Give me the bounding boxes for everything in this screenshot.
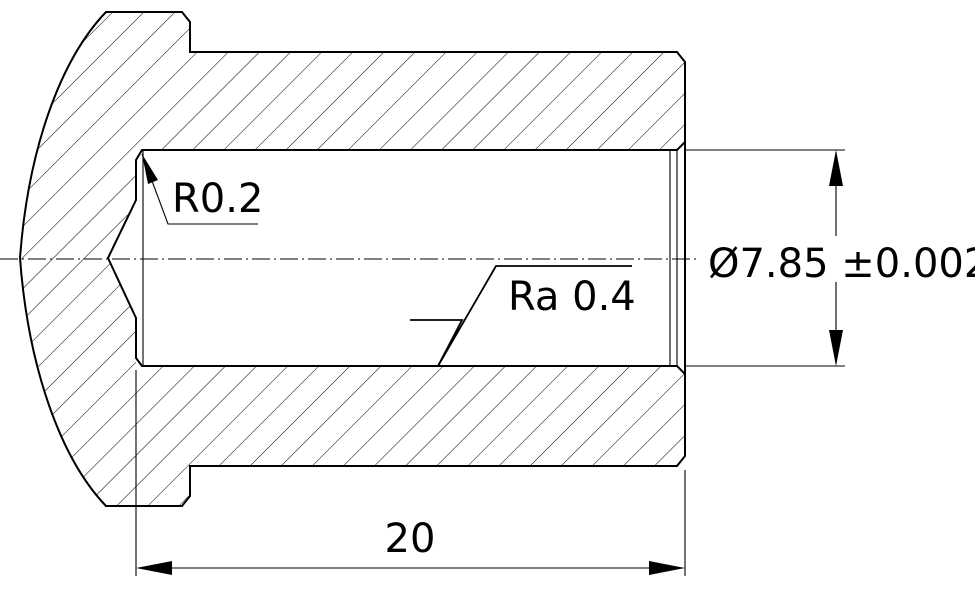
diameter-arrow-bottom [829, 330, 843, 366]
radius-leader-arrow [142, 154, 158, 184]
radius-label: R0.2 [172, 176, 263, 222]
section-lower-wall [20, 258, 685, 506]
length-arrow-right [649, 561, 685, 575]
bore-outline [106, 141, 686, 375]
length-label: 20 [385, 516, 436, 562]
diameter-label: Ø7.85 ±0.0025 [708, 241, 975, 287]
length-arrow-left [136, 561, 172, 575]
diameter-label-background [705, 236, 967, 282]
diameter-arrow-top [829, 150, 843, 186]
roughness-label: Ra 0.4 [508, 274, 636, 320]
part-outline [18, 11, 686, 507]
section-upper-wall [20, 12, 685, 258]
roughness-symbol [410, 265, 632, 367]
